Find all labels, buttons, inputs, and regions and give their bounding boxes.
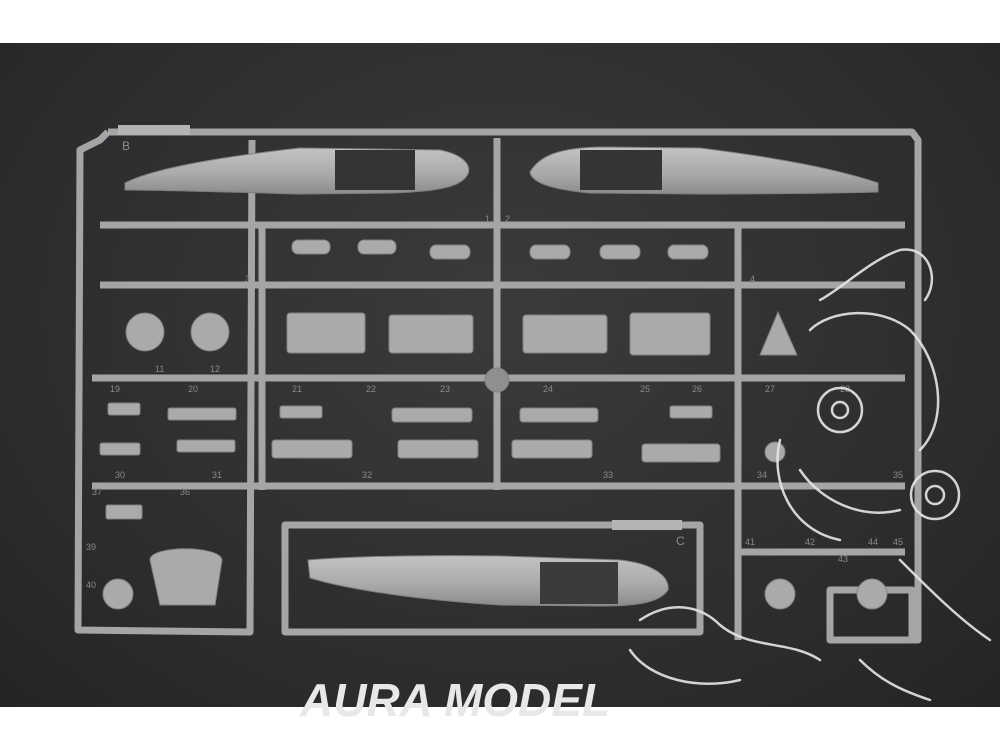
svg-text:11: 11: [155, 364, 164, 374]
svg-text:3: 3: [245, 274, 250, 284]
fuselage-half-right: [529, 146, 879, 195]
svg-text:33: 33: [603, 470, 613, 480]
svg-text:40: 40: [86, 580, 96, 590]
svg-text:39: 39: [86, 542, 96, 552]
svg-text:1: 1: [485, 214, 490, 224]
sprue-frame: [74, 128, 922, 644]
svg-text:44: 44: [868, 537, 878, 547]
svg-text:2: 2: [505, 214, 510, 224]
svg-text:32: 32: [362, 470, 372, 480]
watermark-text: AURA MODEL: [299, 674, 610, 726]
sprue-tags: B C: [118, 125, 685, 548]
svg-text:4: 4: [750, 274, 755, 284]
svg-text:24: 24: [543, 384, 553, 394]
svg-text:45: 45: [893, 537, 903, 547]
svg-text:25: 25: [640, 384, 650, 394]
watermark-drawing: [628, 248, 992, 702]
small-parts: [99, 239, 888, 610]
svg-text:20: 20: [188, 384, 198, 394]
fuselage-half-left: [124, 147, 470, 195]
svg-text:23: 23: [440, 384, 450, 394]
svg-text:30: 30: [115, 470, 125, 480]
sprue-letter-c: C: [676, 534, 685, 548]
svg-text:37: 37: [92, 487, 102, 497]
svg-text:22: 22: [366, 384, 376, 394]
sprue-letter-b: B: [122, 139, 130, 153]
svg-text:42: 42: [805, 537, 815, 547]
svg-text:35: 35: [893, 470, 903, 480]
svg-text:26: 26: [692, 384, 702, 394]
svg-text:34: 34: [757, 470, 767, 480]
fuselage-lower-part: [307, 555, 669, 607]
svg-text:43: 43: [838, 554, 848, 564]
svg-text:21: 21: [292, 384, 302, 394]
svg-text:19: 19: [110, 384, 120, 394]
svg-text:41: 41: [745, 537, 755, 547]
svg-text:36: 36: [180, 487, 190, 497]
svg-text:27: 27: [765, 384, 775, 394]
svg-text:31: 31: [212, 470, 222, 480]
svg-text:12: 12: [210, 364, 220, 374]
